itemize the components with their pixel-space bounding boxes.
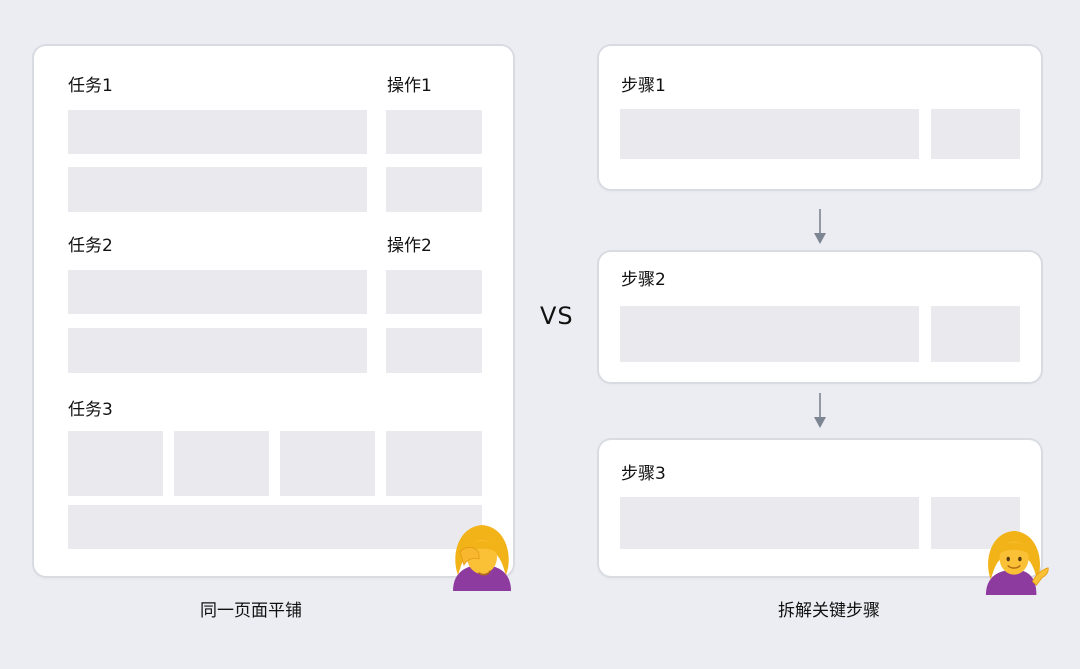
action-1-row-2-field: [386, 167, 482, 212]
task-2-label: 任务2: [68, 236, 113, 256]
vs-label: VS: [540, 302, 574, 330]
left-panel-caption: 同一页面平铺: [200, 601, 302, 621]
step-2-main-field: [620, 306, 919, 362]
task-3-label: 任务3: [68, 400, 113, 420]
action-1-label: 操作1: [387, 76, 432, 96]
task-3-tile-4: [386, 431, 482, 496]
task-3-tile-1: [68, 431, 163, 496]
task-1-label: 任务1: [68, 76, 113, 96]
task-1-row-2-field: [68, 167, 367, 212]
task-3-wide-field: [68, 505, 482, 549]
action-2-label: 操作2: [387, 236, 432, 256]
step-2-card: 步骤2: [599, 252, 1041, 382]
step-1-card: 步骤1: [599, 46, 1041, 189]
step-2-label: 步骤2: [621, 270, 666, 290]
task-2-row-2-field: [68, 328, 367, 373]
woman-facepalming-icon: [453, 525, 511, 591]
step-1-label: 步骤1: [621, 76, 666, 96]
right-panel-caption: 拆解关键步骤: [778, 601, 880, 621]
step-2-side-field: [931, 306, 1020, 362]
arrow-down-icon: [814, 209, 826, 244]
task-3-tile-3: [280, 431, 375, 496]
task-2-row-1-field: [68, 270, 367, 314]
task-1-row-1-field: [68, 110, 367, 154]
left-panel-card: 任务1 操作1 任务2 操作2 任务3: [34, 46, 513, 576]
action-1-row-1-field: [386, 110, 482, 154]
action-2-row-1-field: [386, 270, 482, 314]
step-3-card: 步骤3: [599, 440, 1041, 576]
arrow-down-icon: [814, 393, 826, 428]
step-3-label: 步骤3: [621, 464, 666, 484]
step-3-main-field: [620, 497, 919, 549]
step-1-side-field: [931, 109, 1020, 159]
step-1-main-field: [620, 109, 919, 159]
task-3-tile-2: [174, 431, 269, 496]
action-2-row-2-field: [386, 328, 482, 373]
woman-tipping-hand-icon: [985, 530, 1049, 595]
